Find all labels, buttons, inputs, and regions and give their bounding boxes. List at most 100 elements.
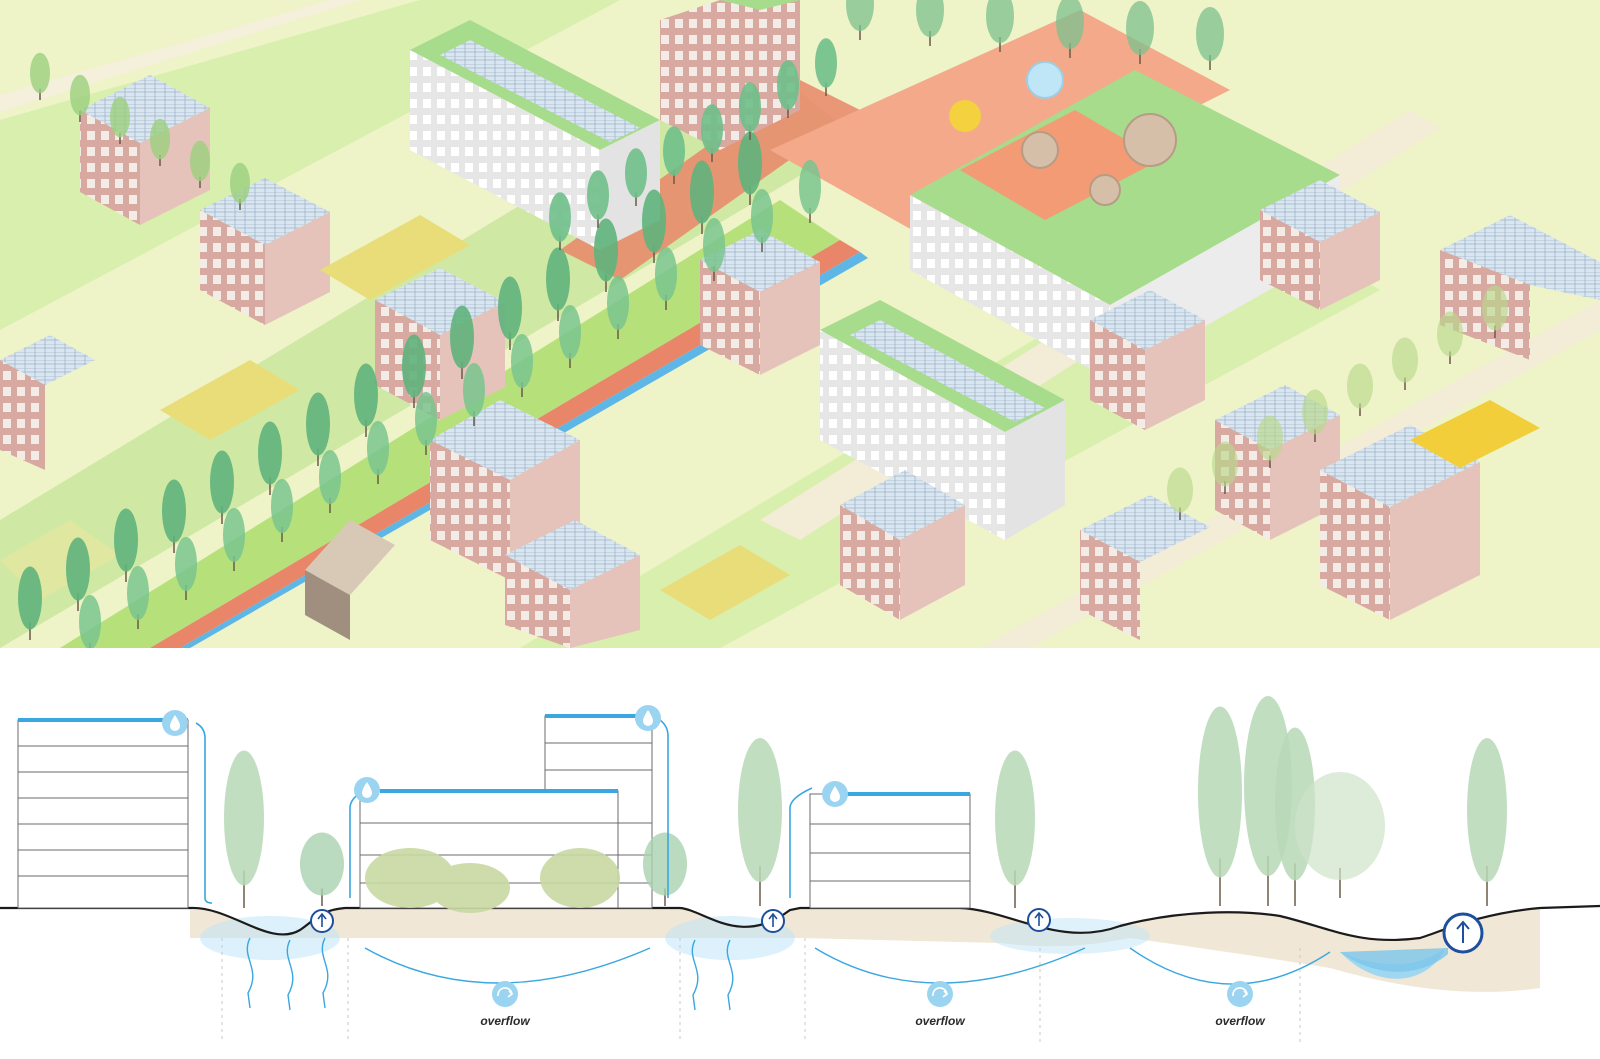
tree-icon (511, 334, 533, 397)
green-roof-block (910, 70, 1340, 380)
tree-icon (498, 276, 522, 350)
infiltration-zone (665, 916, 795, 960)
tree-icon (1482, 285, 1508, 338)
tree-icon (306, 392, 330, 466)
retention-pond-water (1340, 948, 1448, 972)
allotment-garden (160, 360, 300, 440)
tree-icon (258, 421, 282, 495)
tree-icon (1257, 415, 1283, 468)
tree-icon (190, 140, 210, 188)
tree-icon (224, 750, 264, 908)
house (305, 520, 395, 640)
tree-icon (1167, 467, 1193, 520)
infiltration-arrow-icon (310, 909, 334, 933)
soil-layer (190, 907, 1540, 992)
apartment-block (1260, 180, 1380, 310)
tree-icon (463, 363, 485, 426)
tree-icon (1437, 311, 1463, 364)
tree-icon (319, 450, 341, 513)
tree-avenue (60, 200, 840, 648)
tree-icon (916, 0, 944, 46)
tree-icon (300, 832, 344, 906)
tree-icon (815, 38, 837, 96)
tree-icon (223, 508, 245, 571)
tree-icon (110, 96, 130, 144)
tree-icon (995, 750, 1035, 908)
tree-icon (1196, 7, 1224, 70)
overflow-label: overflow (480, 1014, 530, 1028)
tree-icon (66, 537, 90, 611)
tree-icon (986, 0, 1014, 52)
tree-icon (738, 131, 762, 205)
overflow-swirl-icon (927, 981, 953, 1007)
tree-icon (703, 218, 725, 281)
tree-icon (18, 566, 42, 640)
tree-icon (175, 537, 197, 600)
tree-icon (127, 566, 149, 629)
tree-icon (587, 170, 609, 228)
water-drop-icon (635, 705, 661, 731)
tree-icon (1467, 738, 1507, 906)
tree-icon (701, 104, 723, 162)
apartment-block (200, 178, 330, 325)
apartment-block (505, 520, 640, 648)
tree-icon (1212, 441, 1238, 494)
tree-icon (642, 189, 666, 263)
plaza (770, 10, 1230, 240)
parasol (949, 100, 981, 132)
tree-icon (559, 305, 581, 368)
tree-icon (546, 247, 570, 321)
tree-icon (367, 421, 389, 484)
apartment-block (700, 230, 820, 375)
tree-icon (1295, 772, 1385, 898)
infiltration-arrow-icon (1442, 912, 1484, 954)
courtyard (1410, 400, 1540, 468)
street (0, 0, 360, 112)
tree-icon (1302, 389, 1328, 442)
water-drop-icon (162, 710, 188, 736)
water-drop-icon (822, 781, 848, 807)
tree-icon (655, 247, 677, 310)
tree-icon (450, 305, 474, 379)
tree-icon (846, 0, 874, 40)
tree-icon (751, 189, 773, 252)
tree-icon (415, 392, 437, 455)
fountain (1026, 61, 1064, 99)
tree-icon (114, 508, 138, 582)
infiltration-arrow-icon (1027, 908, 1051, 932)
overflow-label: overflow (1215, 1014, 1265, 1028)
tree-icon (230, 162, 250, 210)
apartment-block (1090, 290, 1205, 430)
tree-icon (354, 363, 378, 437)
water-drop-icon (354, 777, 380, 803)
tree-icon (1198, 706, 1242, 906)
guide-lines (221, 938, 1301, 1043)
tree-icon (70, 74, 90, 122)
tree-icon (1392, 337, 1418, 390)
overflow-swirl-icon (1227, 981, 1253, 1007)
apartment-block (0, 335, 95, 470)
tree-icon (607, 276, 629, 339)
tree-icon (739, 82, 761, 140)
tree-icon (549, 192, 571, 250)
overflow-label: overflow (915, 1014, 965, 1028)
tree-icon (690, 160, 714, 234)
courtyard-shrubs (365, 848, 620, 913)
ground-line (0, 904, 1600, 942)
tree-icon (402, 334, 426, 408)
apartment-block (840, 470, 965, 620)
overflow-swirl-icon (492, 981, 518, 1007)
section-trees (224, 696, 1507, 908)
infiltration-flows (246, 937, 734, 1011)
tree-icon (643, 832, 687, 906)
tree-icon (1056, 0, 1084, 58)
tree-icon (799, 160, 821, 223)
slab-building (820, 300, 1065, 540)
infiltration-arrow-icon (761, 909, 785, 933)
allotment-garden (320, 215, 470, 300)
tree-icon (1347, 363, 1373, 416)
street-trees (18, 0, 1508, 648)
water-cross-section: overflow overflow overflow (0, 696, 1600, 1043)
tree-icon (162, 479, 186, 553)
